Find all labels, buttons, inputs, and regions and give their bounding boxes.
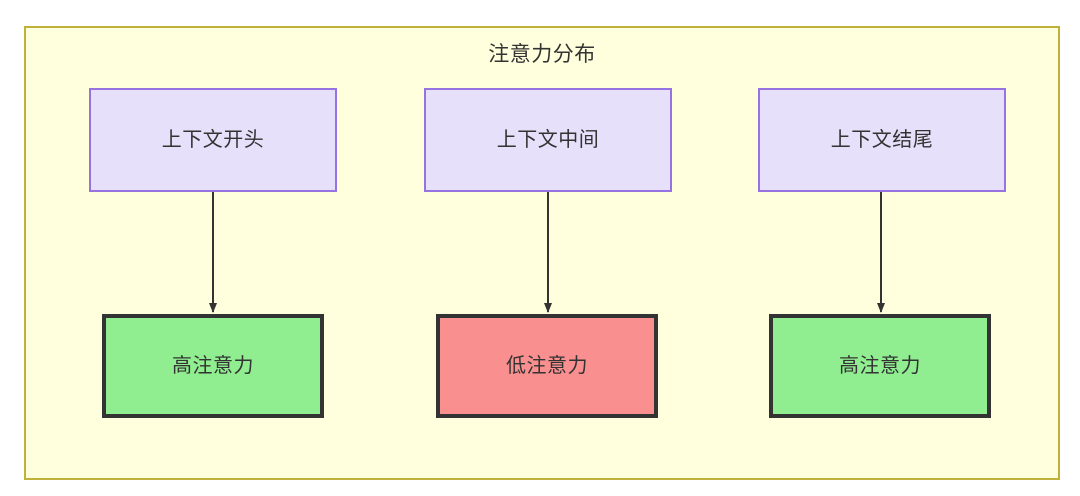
node-attention-low-middle[interactable]: 低注意力: [436, 314, 658, 418]
node-attention-high-start[interactable]: 高注意力: [102, 314, 324, 418]
node-context-end[interactable]: 上下文结尾: [758, 88, 1006, 192]
node-attention-high-end-label: 高注意力: [839, 355, 921, 377]
node-attention-low-middle-label: 低注意力: [506, 355, 588, 377]
node-attention-high-end[interactable]: 高注意力: [769, 314, 991, 418]
subgraph-title: 注意力分布: [488, 43, 596, 66]
node-context-end-label: 上下文结尾: [830, 129, 934, 151]
node-context-start[interactable]: 上下文开头: [89, 88, 337, 192]
node-attention-high-start-label: 高注意力: [172, 355, 254, 377]
node-context-middle-label: 上下文中间: [496, 129, 600, 151]
node-context-middle[interactable]: 上下文中间: [424, 88, 672, 192]
node-context-start-label: 上下文开头: [161, 129, 265, 151]
